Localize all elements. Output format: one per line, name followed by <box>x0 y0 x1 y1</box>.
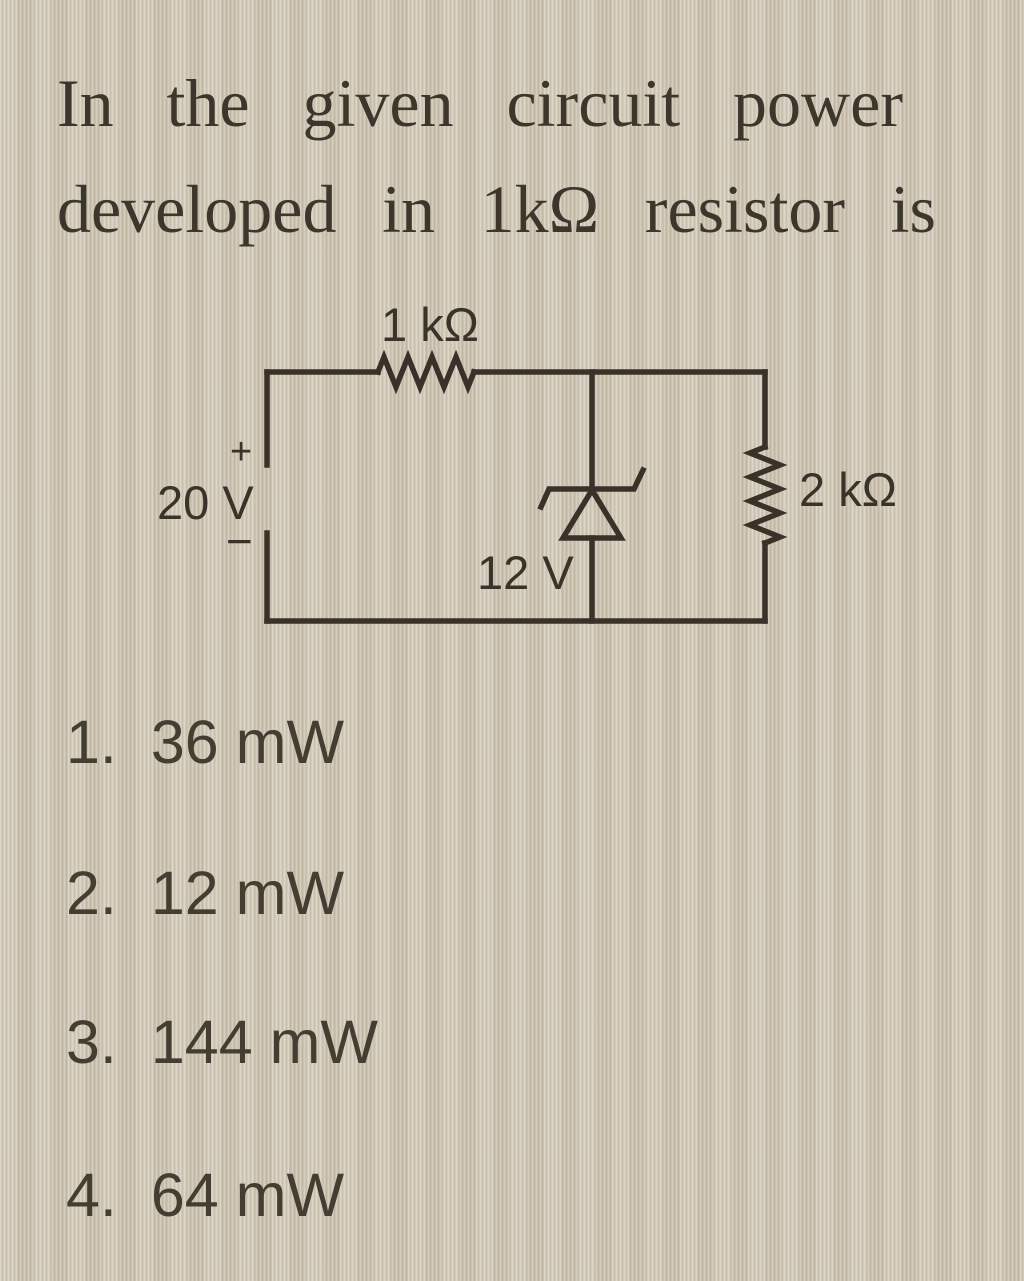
option-number: 4. <box>66 1161 117 1229</box>
source-minus-sign: − <box>226 515 253 567</box>
option-number: 2. <box>66 859 117 927</box>
option-3[interactable]: 3. 144 mW <box>66 1012 378 1073</box>
resistor-2k-symbol <box>742 443 788 547</box>
option-1[interactable]: 1. 36 mW <box>66 712 344 773</box>
resistor-1k-symbol <box>374 349 478 395</box>
zener-voltage-label: 12 V <box>477 546 574 599</box>
resistor-2k-label: 2 kΩ <box>799 463 897 516</box>
option-2[interactable]: 2. 12 mW <box>66 863 344 924</box>
option-4[interactable]: 4. 64 mW <box>66 1165 344 1226</box>
option-number: 3. <box>66 1008 117 1076</box>
source-voltage-label: 20 V <box>157 476 254 529</box>
option-label: 144 mW <box>150 1008 378 1076</box>
option-label: 36 mW <box>150 708 345 776</box>
resistor-1k-label: 1 kΩ <box>381 298 479 351</box>
zener-anode-triangle <box>558 484 626 541</box>
option-label: 12 mW <box>150 859 345 927</box>
question-text: In the given circuit power developed in … <box>57 50 936 262</box>
source-plus-sign: + <box>230 431 252 473</box>
question-line-1: In the given circuit power <box>57 65 903 141</box>
option-number: 1. <box>66 708 117 776</box>
option-label: 64 mW <box>150 1161 345 1229</box>
question-line-2: developed in 1kΩ resistor is <box>57 171 936 247</box>
